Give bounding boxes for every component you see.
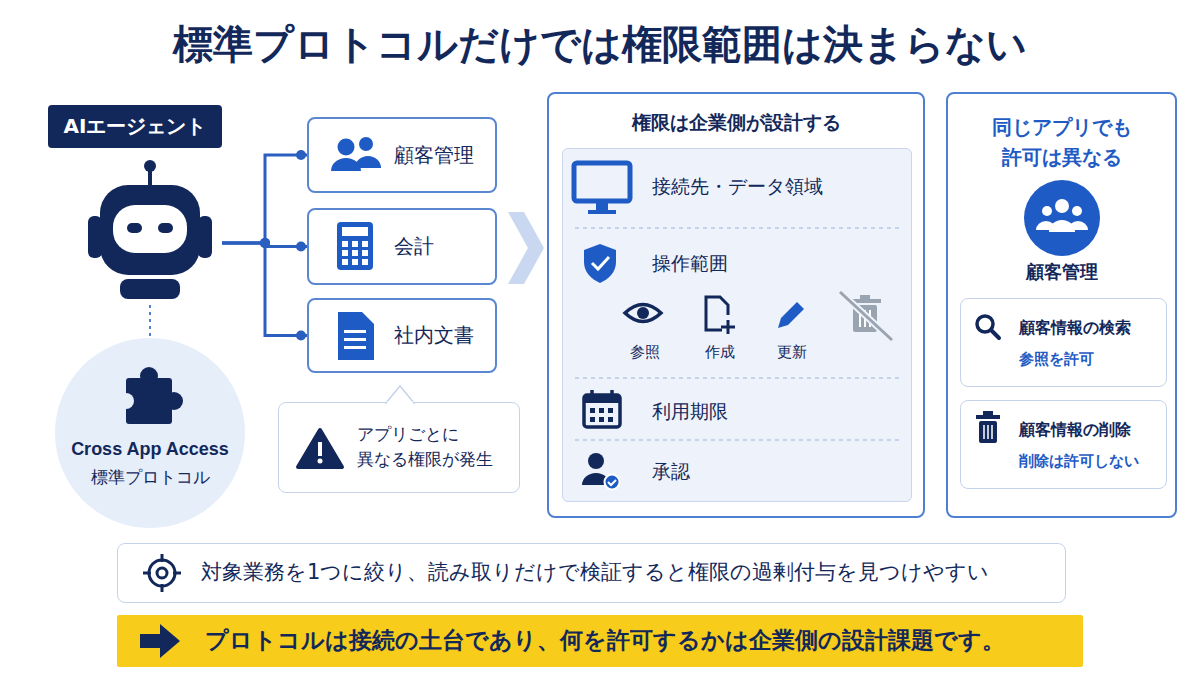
delete-disabled-icon (840, 292, 892, 340)
connector (149, 305, 151, 338)
panel-heading: 権限は企業側が設計する (549, 110, 923, 135)
monitor-icon (574, 163, 630, 214)
policy-item: 承認 (652, 459, 852, 484)
app-name: 社内文書 (394, 322, 494, 348)
permission-box: 顧客情報の削除削除は許可しない (960, 400, 1167, 489)
connector-dot (260, 238, 270, 248)
example-panel: 同じアプリでも 許可は異なる顧客管理顧客情報の検索参照を許可顧客情報の削除削除は… (946, 92, 1177, 518)
policy-item: 利用期限 (652, 399, 852, 424)
document-icon (338, 312, 374, 360)
connector (222, 243, 307, 247)
protocol-circle: Cross App Access 標準プロトコル (55, 338, 245, 528)
app-name: 会計 (394, 233, 494, 259)
divider-lines (575, 228, 900, 440)
panel-heading: 同じアプリでも 許可は異なる (948, 112, 1175, 172)
diagram-title: 標準プロトコルだけでは権限範囲は決まらない (0, 18, 1200, 70)
people-icon (331, 137, 381, 171)
permission-result: 削除は許可しない (1019, 451, 1164, 471)
agent-label: AIエージェント (48, 105, 222, 148)
connector-dot (296, 331, 306, 341)
arrow-icon (140, 624, 180, 658)
operation-name: 顧客情報の検索 (1019, 317, 1164, 338)
app-box: 会計 (307, 208, 497, 285)
callout-box: アプリごとに 異なる権限が発生 (278, 402, 520, 493)
operation-label: 参照 (615, 342, 675, 362)
permission-result: 参照を許可 (1019, 349, 1164, 369)
agent-group: AIエージェント (78, 105, 222, 305)
policy-item: 接続先・データ領域 (652, 174, 902, 199)
connector-dot (296, 150, 306, 160)
connector (222, 243, 307, 336)
shield-icon (584, 244, 616, 283)
eye-icon (625, 305, 661, 322)
connector-dot (296, 242, 306, 252)
callout-tail (386, 386, 414, 405)
approver-icon (582, 453, 620, 490)
conclusion-text: プロトコルは接続の土台であり、何を許可するかは企業側の設計課題です。 (205, 625, 1075, 655)
app-name: 顧客管理 (394, 142, 494, 168)
robot-icon (88, 160, 212, 299)
trash-icon (976, 411, 1000, 443)
search-icon (977, 316, 999, 338)
operation-label: 作成 (690, 342, 750, 362)
calculator-icon (337, 222, 373, 270)
protocol-name: Cross App Access (55, 438, 245, 461)
inner-box (562, 148, 912, 502)
operation-label: 更新 (762, 342, 822, 362)
note-box: 対象業務を1つに絞り、読み取りだけで検証すると権限の過剰付与を見つけやすい (117, 543, 1066, 603)
protocol-kind: 標準プロトコル (55, 466, 245, 488)
puzzle-icon (118, 367, 183, 424)
connector-dot (260, 238, 270, 248)
policy-panel: 権限は企業側が設計する接続先・データ領域操作範囲参照作成更新利用期限承認 (547, 92, 925, 518)
conclusion-band: プロトコルは接続の土台であり、何を許可するかは企業側の設計課題です。 (117, 615, 1083, 667)
callout-text: アプリごとに 異なる権限が発生 (357, 422, 512, 472)
note-text: 対象業務を1つに絞り、読み取りだけで検証すると権限の過剰付与を見つけやすい (201, 559, 1051, 586)
permission-box: 顧客情報の検索参照を許可 (960, 298, 1167, 387)
crm-circle-icon (1024, 180, 1100, 256)
operation-name: 顧客情報の削除 (1019, 419, 1164, 440)
pencil-icon (778, 302, 804, 328)
calendar-icon (584, 390, 620, 427)
create-icon (706, 297, 735, 334)
connector (222, 155, 307, 243)
connector-dot (260, 238, 270, 248)
warning-icon (298, 430, 342, 467)
app-name: 顧客管理 (948, 260, 1175, 283)
policy-item: 操作範囲 (652, 251, 852, 276)
app-box: 社内文書 (307, 298, 497, 373)
chevron-arrow (508, 212, 544, 284)
app-box: 顧客管理 (307, 117, 497, 193)
target-icon (143, 554, 181, 592)
